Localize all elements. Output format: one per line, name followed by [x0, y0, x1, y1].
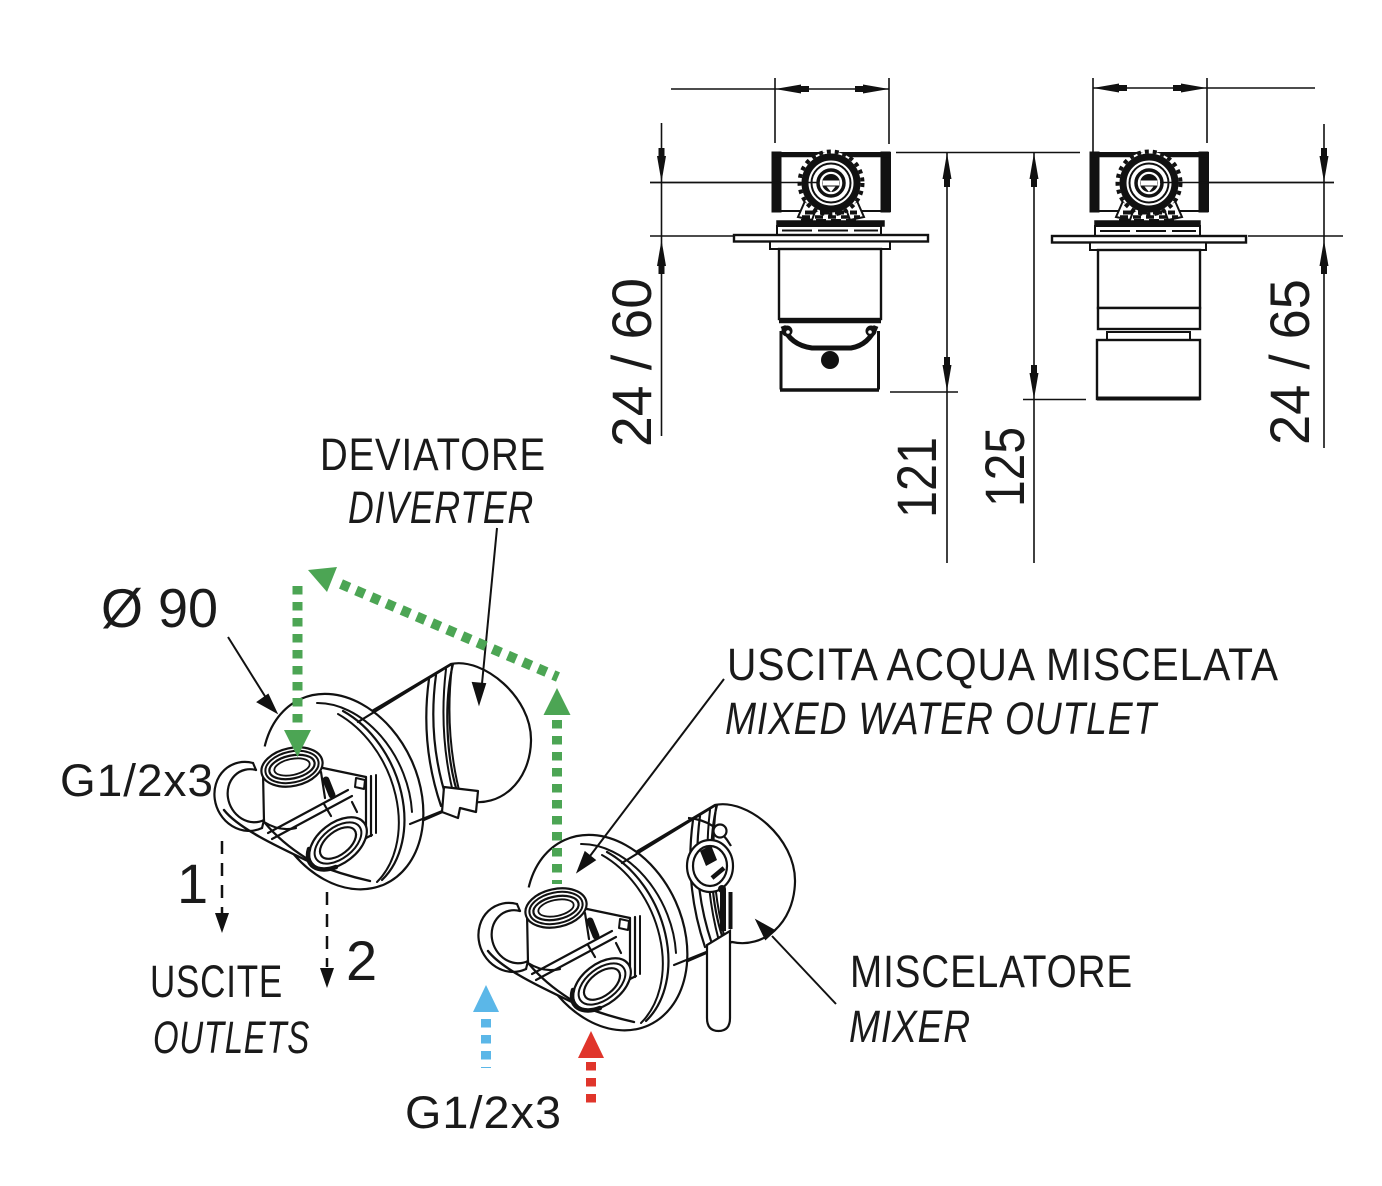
svg-text:121: 121 — [885, 437, 948, 518]
svg-text:OUTLETS: OUTLETS — [153, 1012, 310, 1063]
svg-text:MISCELATORE: MISCELATORE — [850, 946, 1133, 997]
svg-text:24 / 65: 24 / 65 — [1258, 279, 1321, 445]
svg-text:MIXER: MIXER — [849, 1001, 971, 1052]
svg-text:125: 125 — [973, 427, 1036, 507]
svg-text:USCITA ACQUA MISCELATA: USCITA ACQUA MISCELATA — [727, 639, 1279, 690]
svg-text:2: 2 — [346, 929, 377, 992]
svg-text:USCITE: USCITE — [150, 956, 283, 1007]
svg-text:MIXED WATER OUTLET: MIXED WATER OUTLET — [725, 693, 1159, 744]
svg-text:G1/2x3: G1/2x3 — [60, 755, 214, 806]
svg-text:24 / 60: 24 / 60 — [600, 278, 663, 447]
svg-text:G1/2x3: G1/2x3 — [405, 1087, 562, 1138]
svg-text:DIVERTER: DIVERTER — [348, 482, 534, 533]
svg-text:DEVIATORE: DEVIATORE — [320, 429, 546, 480]
svg-text:1: 1 — [177, 852, 208, 915]
svg-text:Ø 90: Ø 90 — [101, 577, 218, 639]
